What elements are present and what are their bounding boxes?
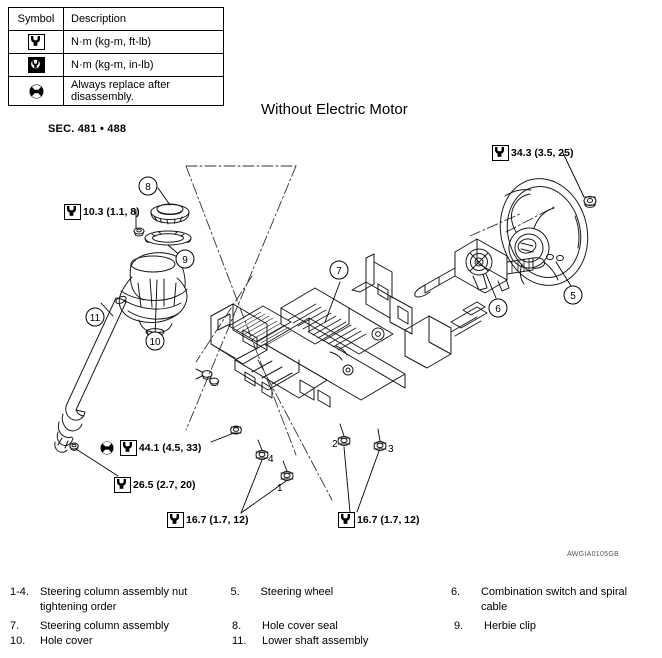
- list-item: 5. Steering wheel: [230, 585, 450, 615]
- torque-callout-34-3: 34.3 (3.5, 25): [492, 145, 573, 161]
- torque-callout-16-7-left: 16.7 (1.7, 12): [167, 512, 248, 528]
- legend-number: 6.: [450, 586, 461, 598]
- legend-label: Combination switch and spiral cable: [480, 586, 628, 613]
- torque-value: 16.7 (1.7, 12): [357, 514, 420, 526]
- table-row: N·m (kg-m, in-lb): [8, 53, 224, 77]
- wrench-torque-icon: [492, 145, 509, 161]
- callout-2: 2: [332, 439, 338, 450]
- legend-label: Herbie clip: [484, 620, 536, 632]
- wrench-torque-icon: [27, 34, 45, 50]
- wrench-torque-icon: [114, 477, 131, 493]
- table-row: Always replace after disassembly.: [8, 76, 224, 106]
- legend-label: Hole cover seal: [262, 620, 338, 632]
- table-header-row: Symbol Description: [8, 7, 224, 31]
- legend-label: Lower shaft assembly: [262, 635, 369, 647]
- callout-10: 10: [149, 337, 161, 348]
- torque-value: 16.7 (1.7, 12): [186, 514, 249, 526]
- callout-11: 11: [90, 313, 101, 324]
- wrench-torque-inverse-icon: [27, 57, 45, 73]
- wrench-torque-icon: [167, 512, 184, 528]
- legend-number: 10.: [10, 635, 26, 647]
- symbol-cell: [8, 53, 64, 77]
- list-item: 8. Hole cover seal: [232, 619, 454, 634]
- torque-callout-16-7-right: 16.7 (1.7, 12): [338, 512, 419, 528]
- legend-label: Hole cover: [40, 635, 93, 647]
- symbol-description: Always replace after disassembly.: [63, 76, 224, 106]
- list-item: 9. Herbie clip: [454, 619, 536, 634]
- legend-number: 9.: [454, 620, 464, 632]
- legend-number: 8.: [232, 620, 242, 632]
- symbol-description: N·m (kg-m, in-lb): [63, 53, 224, 77]
- callout-8: 8: [145, 182, 151, 193]
- column-header-symbol: Symbol: [8, 7, 64, 31]
- torque-value: 26.5 (2.7, 20): [133, 479, 196, 491]
- torque-callout-26-5: 26.5 (2.7, 20): [114, 477, 195, 493]
- callout-4: 4: [268, 454, 274, 465]
- replace-after-disassembly-icon: [100, 440, 115, 456]
- torque-value: 34.3 (3.5, 25): [511, 147, 574, 159]
- legend-row: 7. Steering column assembly 8. Hole cove…: [10, 619, 655, 634]
- legend-label: Steering wheel: [260, 586, 334, 598]
- list-item: 7. Steering column assembly: [10, 619, 232, 634]
- symbol-legend-table: Symbol Description N·m (kg-m, ft-lb): [8, 7, 224, 106]
- drawing-code: AWGIA0105GB: [567, 551, 620, 558]
- section-label: SEC. 481 • 488: [48, 123, 127, 135]
- replace-after-disassembly-icon: [29, 84, 44, 99]
- callout-9: 9: [182, 255, 188, 266]
- callout-3: 3: [388, 444, 394, 455]
- wrench-torque-icon: [338, 512, 355, 528]
- legend-number: 5.: [230, 586, 240, 598]
- legend-label: Steering column assembly nut tightening …: [40, 586, 188, 613]
- list-item: 10. Hole cover: [10, 634, 232, 649]
- wrench-torque-icon: [64, 204, 81, 220]
- callout-5: 5: [570, 291, 576, 302]
- legend-row: 1-4. Steering column assembly nut tighte…: [10, 585, 655, 615]
- torque-callout-44-1: 44.1 (4.5, 33): [100, 440, 201, 456]
- legend-row: 10. Hole cover 11. Lower shaft assembly: [10, 634, 655, 649]
- parts-legend: 1-4. Steering column assembly nut tighte…: [10, 585, 655, 649]
- callout-7: 7: [336, 266, 342, 277]
- wrench-torque-icon: [119, 440, 137, 456]
- callout-1: 1: [277, 483, 283, 494]
- torque-callout-10-3: 10.3 (1.1, 8): [64, 204, 140, 220]
- column-header-description: Description: [63, 7, 224, 31]
- list-item: 11. Lower shaft assembly: [232, 634, 454, 649]
- legend-number: 11.: [232, 635, 247, 647]
- legend-label: Steering column assembly: [40, 620, 170, 632]
- legend-number: 7.: [10, 620, 20, 632]
- steering-column-exploded-diagram: 8 9 10 11 7 6 5 4 1 2 3 10.3 (1.1, 8) 34…: [54, 145, 597, 528]
- torque-value: 44.1 (4.5, 33): [138, 442, 202, 454]
- legend-number: 1-4.: [10, 586, 29, 598]
- page-title: Without Electric Motor: [261, 101, 408, 118]
- diagram-linework: 8 9 10 11 7 6 5 4 1 2 3: [54, 152, 597, 514]
- torque-value: 10.3 (1.1, 8): [83, 206, 140, 218]
- list-item: 1-4. Steering column assembly nut tighte…: [10, 585, 230, 615]
- list-item: 6. Combination switch and spiral cable: [451, 585, 655, 615]
- callout-6: 6: [495, 304, 501, 315]
